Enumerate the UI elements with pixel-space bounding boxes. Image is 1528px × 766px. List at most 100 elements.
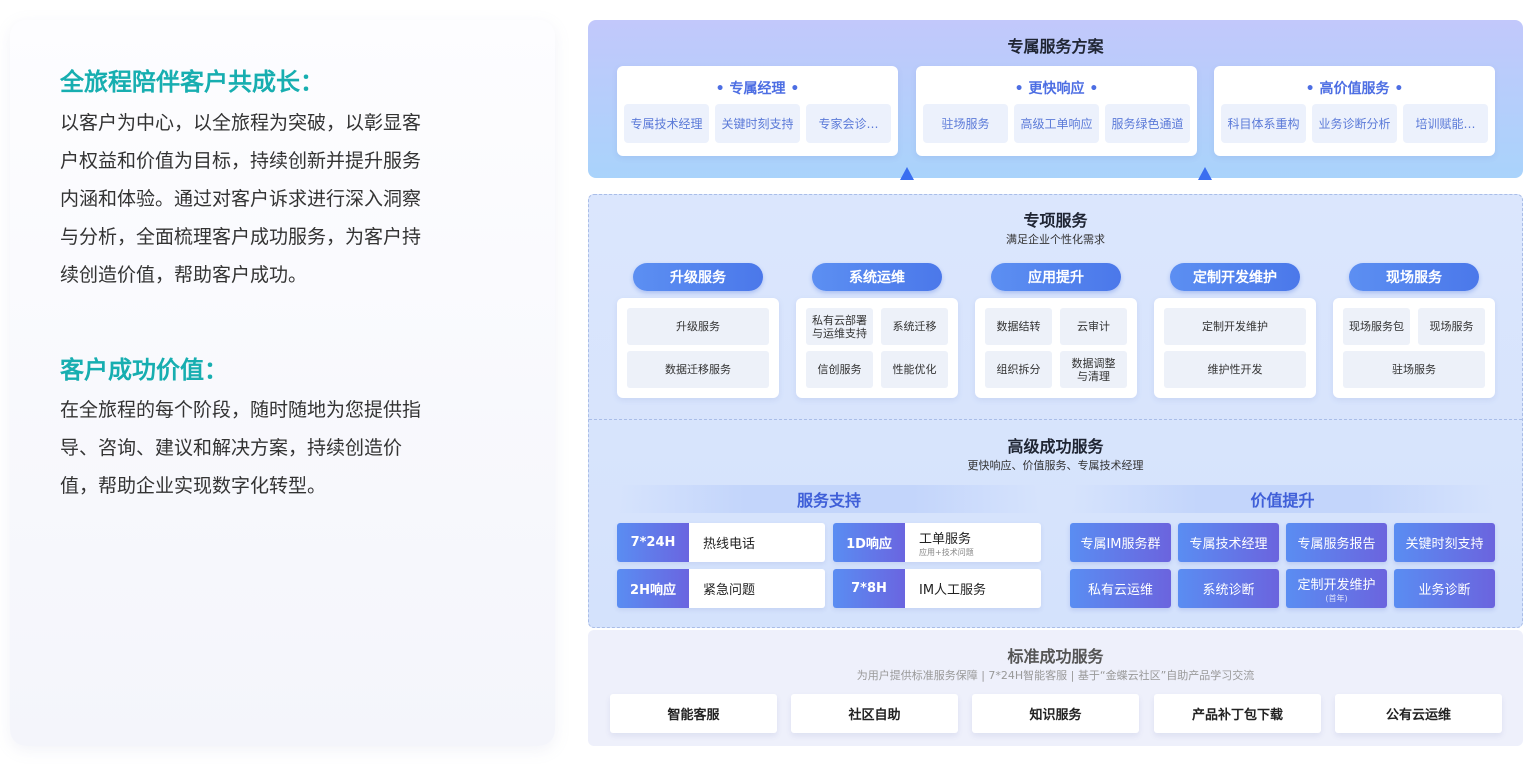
special-item[interactable]: 云审计	[1060, 308, 1127, 345]
standard-item[interactable]: 知识服务	[972, 694, 1139, 733]
exclusive-item[interactable]: 科目体系重构	[1221, 104, 1306, 143]
special-title: 专项服务	[1023, 211, 1088, 230]
value-item-label: 关键时刻支持	[1405, 537, 1484, 552]
value-item[interactable]: 专属IM服务群	[1070, 523, 1171, 562]
arrow-up-icon	[900, 167, 914, 180]
standard-item[interactable]: 智能客服	[610, 694, 777, 733]
value-item-label: 专属服务报告	[1297, 537, 1376, 552]
special-item[interactable]: 升级服务	[627, 308, 769, 345]
intro-line: 以客户为中心，以全旅程为突破，以彰显客	[60, 112, 422, 134]
intro-line: 与分析，全面梳理客户成功服务，为客户持	[60, 226, 422, 248]
special-item[interactable]: 私有云部署 与运维支持	[806, 308, 873, 345]
value-item[interactable]: 系统诊断	[1178, 569, 1279, 608]
support-key: 7*24H	[617, 523, 689, 562]
special-item[interactable]: 系统迁移	[881, 308, 948, 345]
exclusive-item[interactable]: 专家会诊…	[806, 104, 891, 143]
value-item[interactable]: 业务诊断	[1394, 569, 1495, 608]
exclusive-item[interactable]: 驻场服务	[923, 104, 1008, 143]
advanced-title: 高级成功服务	[1007, 437, 1104, 456]
special-item[interactable]: 数据结转	[985, 308, 1052, 345]
special-card: 升级服务数据迁移服务	[617, 298, 779, 398]
exclusive-card-title: • 专属经理 •	[715, 81, 800, 97]
special-item[interactable]: 定制开发维护	[1164, 308, 1306, 345]
value-line: 在全旅程的每个阶段，随时随地为您提供指	[60, 399, 422, 421]
standard-item[interactable]: 社区自助	[791, 694, 958, 733]
intro-paragraph: 以客户为中心，以全旅程为突破，以彰显客户权益和价值为目标，持续创新并提升服务内涵…	[60, 104, 490, 294]
special-card: 私有云部署 与运维支持系统迁移信创服务性能优化	[796, 298, 958, 398]
value-line: 值，帮助企业实现数字化转型。	[60, 475, 327, 497]
support-header: 服务支持	[617, 485, 1041, 513]
special-item[interactable]: 信创服务	[806, 351, 873, 388]
standard-item[interactable]: 产品补丁包下载	[1154, 694, 1321, 733]
special-item[interactable]: 现场服务包	[1343, 308, 1410, 345]
exclusive-title: 专属服务方案	[1007, 37, 1104, 56]
special-item[interactable]: 数据调整 与清理	[1060, 351, 1127, 388]
value-item-label: 私有云运维	[1087, 583, 1153, 598]
standard-item[interactable]: 公有云运维	[1335, 694, 1502, 733]
special-advanced-section	[588, 194, 1523, 628]
exclusive-card: • 专属经理 • 专属技术经理关键时刻支持专家会诊…	[617, 66, 898, 156]
value-item-label: 专属技术经理	[1189, 537, 1268, 552]
exclusive-card: • 高价值服务 • 科目体系重构业务诊断分析培训赋能…	[1214, 66, 1495, 156]
exclusive-item[interactable]: 服务绿色通道	[1105, 104, 1190, 143]
special-item[interactable]: 数据迁移服务	[627, 351, 769, 388]
exclusive-card: • 更快响应 • 驻场服务高级工单响应服务绿色通道	[916, 66, 1197, 156]
intro-line: 户权益和价值为目标，持续创新并提升服务	[60, 150, 422, 172]
support-value: 热线电话	[703, 537, 756, 552]
exclusive-card-title: • 更快响应 •	[1014, 81, 1099, 97]
special-card: 数据结转云审计组织拆分数据调整 与清理	[975, 298, 1137, 398]
exclusive-item[interactable]: 培训赋能…	[1403, 104, 1488, 143]
support-value-wrap: IM人工服务	[905, 569, 986, 608]
arrow-up-icon	[1198, 167, 1212, 180]
value-item[interactable]: 私有云运维	[1070, 569, 1171, 608]
value-item-note: (首年)	[1325, 593, 1348, 603]
special-card: 定制开发维护维护性开发	[1154, 298, 1316, 398]
value-line: 导、咨询、建议和解决方案，持续创造价	[60, 437, 403, 459]
advanced-subtitle: 更快响应、价值服务、专属技术经理	[967, 459, 1144, 472]
value-paragraph: 在全旅程的每个阶段，随时随地为您提供指导、咨询、建议和解决方案，持续创造价值，帮…	[60, 391, 490, 505]
support-key: 7*8H	[833, 569, 905, 608]
intro-title: 全旅程陪伴客户共成长：	[60, 68, 324, 96]
special-item[interactable]: 驻场服务	[1343, 351, 1485, 388]
standard-title: 标准成功服务	[1007, 647, 1104, 666]
special-card: 现场服务包现场服务驻场服务	[1333, 298, 1495, 398]
value-item[interactable]: 关键时刻支持	[1394, 523, 1495, 562]
special-item[interactable]: 性能优化	[881, 351, 948, 388]
value-item-label: 系统诊断	[1202, 583, 1255, 598]
special-pill[interactable]: 定制开发维护	[1170, 263, 1300, 291]
support-value: 紧急问题	[703, 583, 756, 598]
intro-line: 内涵和体验。通过对客户诉求进行深入洞察	[60, 188, 422, 210]
support-row[interactable]: 2H响应紧急问题	[617, 569, 825, 608]
intro-line: 续创造价值，帮助客户成功。	[60, 264, 308, 286]
value-title: 客户成功价值：	[60, 356, 228, 384]
exclusive-item[interactable]: 高级工单响应	[1014, 104, 1099, 143]
support-key: 1D响应	[833, 523, 905, 562]
special-pill[interactable]: 系统运维	[812, 263, 942, 291]
support-key: 2H响应	[617, 569, 689, 608]
support-value: 工单服务	[919, 531, 972, 547]
special-pill[interactable]: 应用提升	[991, 263, 1121, 291]
support-row[interactable]: 7*24H 热线电话	[617, 523, 825, 562]
special-item[interactable]: 现场服务	[1418, 308, 1485, 345]
exclusive-item[interactable]: 业务诊断分析	[1312, 104, 1397, 143]
intro-panel	[10, 20, 555, 746]
special-subtitle: 满足企业个性化需求	[1006, 233, 1105, 246]
value-item[interactable]: 定制开发维护(首年)	[1286, 569, 1387, 608]
support-value-wrap: 热线电话	[689, 523, 755, 562]
special-pill[interactable]: 现场服务	[1349, 263, 1479, 291]
support-row[interactable]: 1D响应工单服务应用+技术问题	[833, 523, 1041, 562]
value-item-label: 专属IM服务群	[1080, 537, 1161, 552]
value-item[interactable]: 专属技术经理	[1178, 523, 1279, 562]
special-item[interactable]: 组织拆分	[985, 351, 1052, 388]
support-value-wrap: 紧急问题	[689, 569, 755, 608]
exclusive-item[interactable]: 专属技术经理	[624, 104, 709, 143]
divider	[589, 419, 1522, 420]
value-item[interactable]: 专属服务报告	[1286, 523, 1387, 562]
exclusive-item[interactable]: 关键时刻支持	[715, 104, 800, 143]
special-pill[interactable]: 升级服务	[633, 263, 763, 291]
support-value-wrap: 工单服务应用+技术问题	[905, 523, 974, 562]
exclusive-card-title: • 高价值服务 •	[1305, 81, 1404, 97]
special-item[interactable]: 维护性开发	[1164, 351, 1306, 388]
value-header: 价值提升	[1070, 485, 1495, 513]
